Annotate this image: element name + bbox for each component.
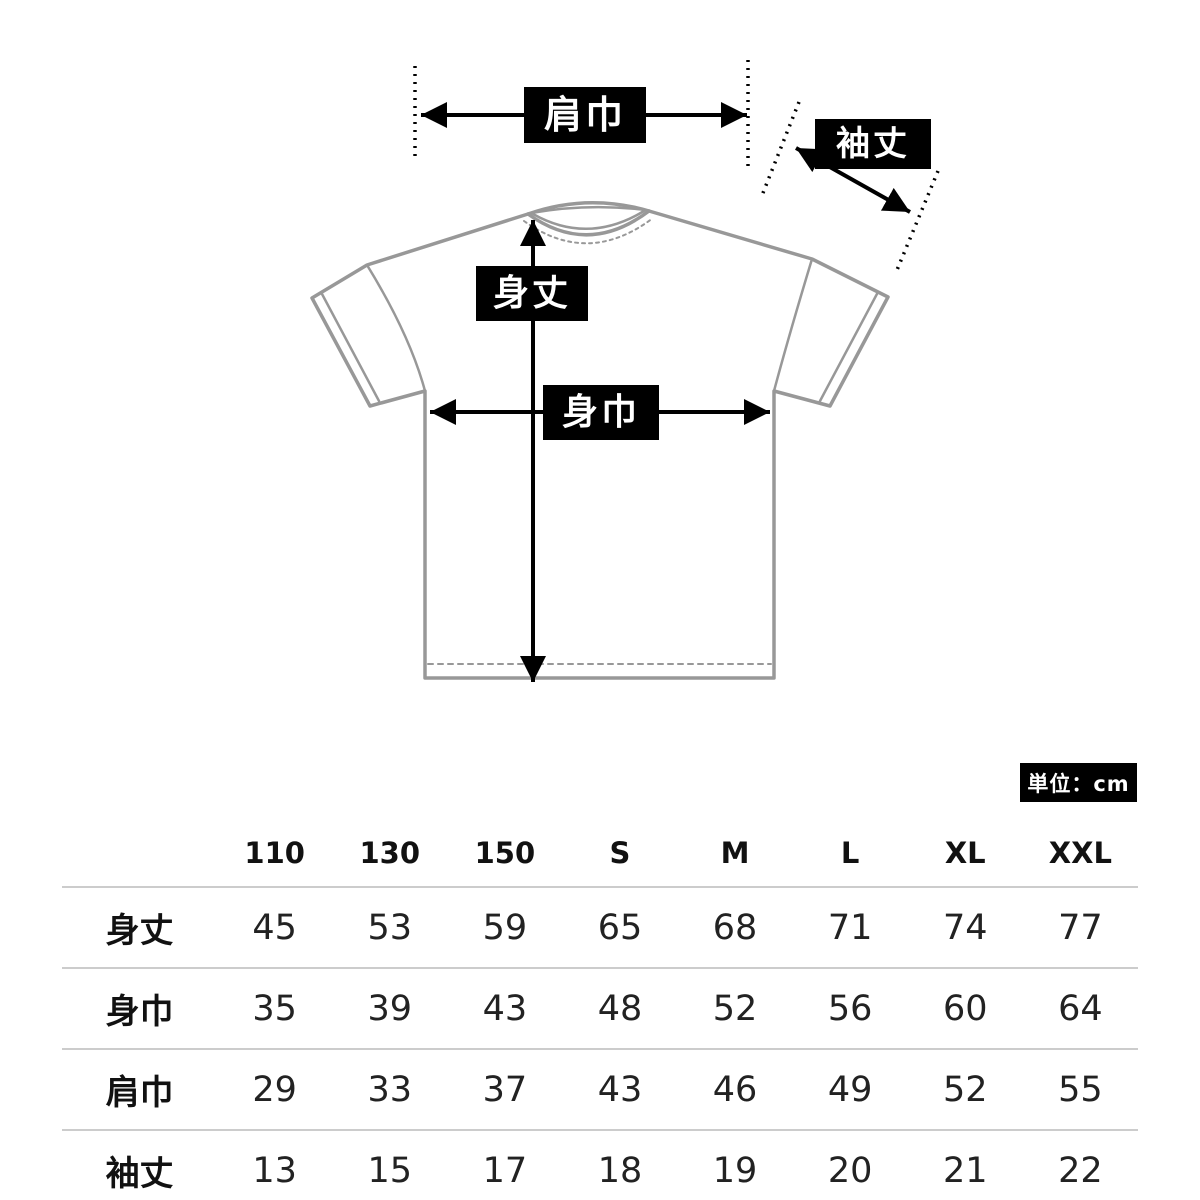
size-value-cell: 18: [597, 1150, 643, 1191]
size-column-header: XL: [944, 836, 986, 870]
sleeve-guide-bottom: [895, 170, 940, 271]
size-value-cell: 52: [942, 1069, 988, 1110]
shoulder-width-label: 肩巾: [524, 87, 646, 143]
size-value-cell: 64: [1058, 988, 1103, 1029]
size-value-cell: 59: [482, 907, 528, 948]
size-value-cell: 29: [252, 1069, 297, 1110]
size-column-header: XXL: [1048, 836, 1112, 870]
tshirt-measurement-diagram: [310, 60, 940, 682]
size-value-cell: 35: [252, 988, 297, 1029]
size-value-cell: 43: [482, 988, 528, 1029]
size-value-cell: 77: [1058, 907, 1103, 948]
size-value-cell: 37: [482, 1069, 528, 1110]
row-label: 身巾: [105, 992, 174, 1032]
size-value-cell: 21: [942, 1150, 988, 1191]
sleeve-guide-top: [759, 101, 801, 199]
size-value-cell: 68: [712, 907, 758, 948]
size-table: 110 130 150 S M L XL XXL 身丈 45 53 59 65 …: [62, 826, 1138, 1200]
size-value-cell: 48: [597, 988, 643, 1029]
right-cuff-stitch: [818, 290, 880, 403]
tshirt-outline-drawing: [310, 201, 890, 680]
size-column-header: M: [720, 836, 750, 870]
size-value-cell: 33: [367, 1069, 413, 1110]
size-value-cell: 13: [252, 1150, 297, 1191]
body-width-label: 身巾: [543, 385, 659, 440]
size-column-header: S: [609, 836, 631, 870]
size-column-header: 130: [359, 836, 421, 870]
size-value-cell: 71: [827, 907, 873, 948]
size-value-cell: 20: [827, 1150, 873, 1191]
row-label: 身丈: [105, 911, 174, 951]
size-table-header-row: 110 130 150 S M L XL XXL: [62, 826, 1138, 887]
collar-back-inner-curve: [529, 205, 648, 215]
size-value-cell: 65: [597, 907, 643, 948]
size-value-cell: 15: [367, 1150, 413, 1191]
size-column-header: 150: [474, 836, 536, 870]
size-column-header: L: [840, 836, 860, 870]
size-value-cell: 74: [942, 907, 988, 948]
table-row-body-length: 身丈 45 53 59 65 68 71 74 77: [62, 887, 1138, 968]
table-row-shoulder-width: 肩巾 29 33 37 43 46 49 52 55: [62, 1049, 1138, 1130]
left-armhole-seam: [365, 263, 427, 393]
tshirt-silhouette: [310, 201, 890, 680]
measurement-guide-dotted-lines: [413, 60, 940, 271]
table-row-sleeve-length: 袖丈 13 15 17 18 19 20 21 22: [62, 1130, 1138, 1200]
size-value-cell: 55: [1058, 1069, 1103, 1110]
size-value-cell: 56: [827, 988, 873, 1029]
size-value-cell: 53: [367, 907, 413, 948]
size-value-cell: 46: [712, 1069, 758, 1110]
size-value-cell: 60: [942, 988, 988, 1029]
corner-cell: [62, 826, 217, 887]
row-label: 肩巾: [105, 1073, 174, 1113]
size-value-cell: 22: [1058, 1150, 1103, 1191]
size-value-cell: 45: [252, 907, 297, 948]
size-value-cell: 43: [597, 1069, 643, 1110]
size-column-header: 110: [244, 836, 305, 870]
unit-badge: 単位：cm: [1020, 763, 1137, 802]
size-value-cell: 19: [712, 1150, 758, 1191]
right-armhole-seam: [772, 257, 814, 393]
body-length-label: 身丈: [476, 266, 588, 321]
size-value-cell: 52: [712, 988, 758, 1029]
left-cuff-stitch: [320, 292, 381, 403]
size-value-cell: 17: [482, 1150, 528, 1191]
sleeve-length-label: 袖丈: [815, 119, 931, 169]
size-value-cell: 39: [367, 988, 413, 1029]
table-row-body-width: 身巾 35 39 43 48 52 56 60 64: [62, 968, 1138, 1049]
row-label: 袖丈: [105, 1154, 174, 1194]
collar-inner-curve: [531, 209, 646, 230]
size-value-cell: 49: [827, 1069, 873, 1110]
